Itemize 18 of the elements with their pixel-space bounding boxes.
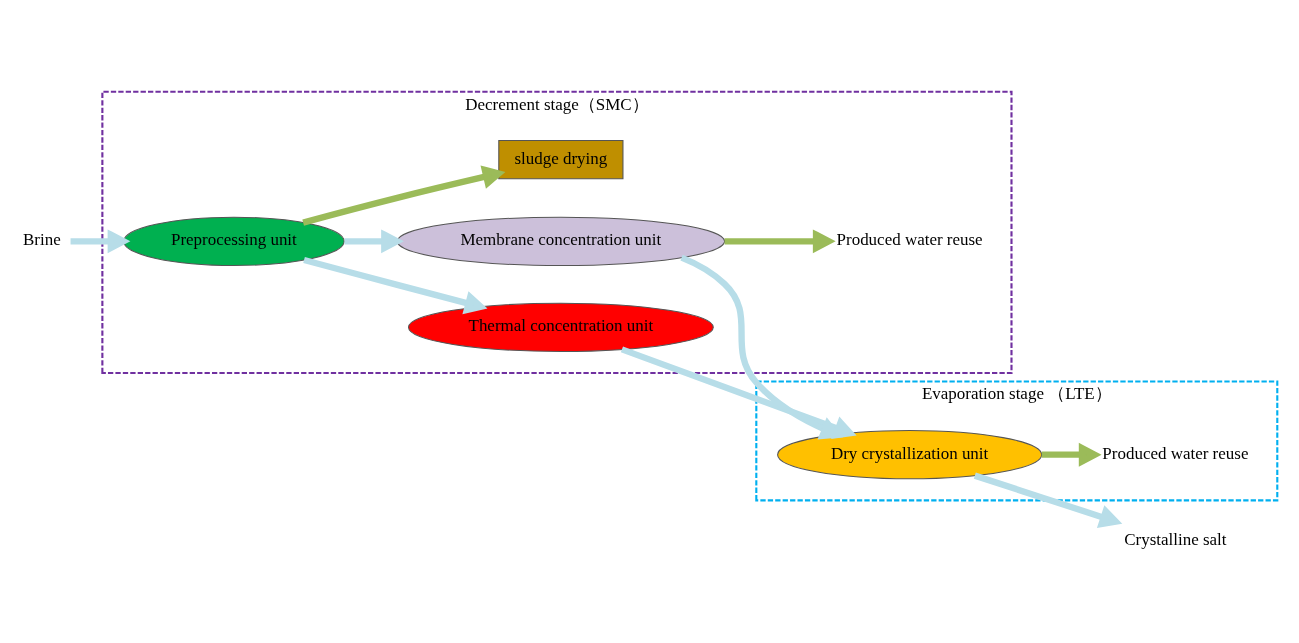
arrow <box>302 165 506 226</box>
node-box: sludge drying <box>498 140 624 180</box>
node-text: Produced water reuse <box>836 230 983 250</box>
arrow <box>303 256 488 315</box>
node-ellipse: Preprocessing unit <box>123 216 345 267</box>
arrow <box>1041 442 1102 467</box>
node-ellipse: Dry crystallization unit <box>777 430 1043 480</box>
node-ellipse: Thermal concentration unit <box>407 302 714 352</box>
arrow <box>344 229 404 254</box>
arrow <box>680 254 844 440</box>
arrow <box>973 472 1123 528</box>
node-text: Produced water reuse <box>1102 443 1249 463</box>
arrow <box>724 229 836 254</box>
node-text: Crystalline salt <box>1124 529 1227 549</box>
arrow <box>70 229 131 254</box>
arrow <box>620 346 857 439</box>
node-text: Brine <box>23 230 61 250</box>
node-ellipse: Membrane concentration unit <box>396 216 726 267</box>
